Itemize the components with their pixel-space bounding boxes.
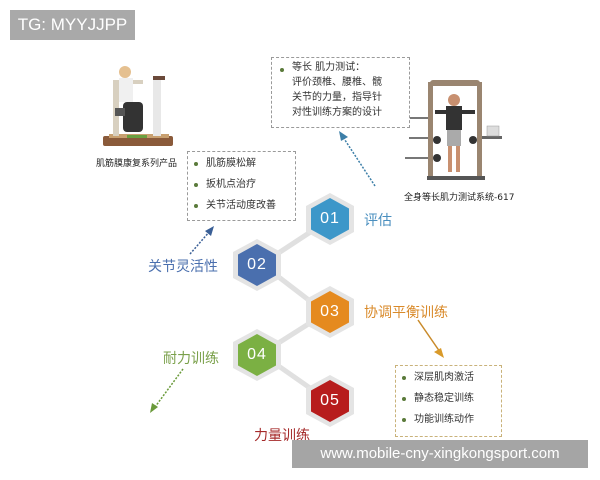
bullet-dot-icon [402,397,406,401]
step-number: 05 [311,380,349,422]
step-05-hexagon: 05 [306,375,354,427]
list-item: 肌筋膜松解 [188,153,295,174]
bullet-dot-icon [402,376,406,380]
assessment-detail-box: 等长 肌力测试： 评价颈椎、腰椎、髋 关节的力量，指导针 对性训练方案的设计 [271,57,410,128]
bullet-dot-icon [402,418,406,422]
arrow-down-right-icon [417,319,444,358]
bullet-dot-icon [194,162,198,166]
step-02-hexagon: 02 [233,239,281,291]
step-03-label: 协调平衡训练 [364,305,448,321]
step-01-label: 评估 [364,213,392,229]
step-04-label: 耐力训练 [163,351,219,367]
arrow-down-left-icon [150,368,184,413]
list-item: 扳机点治疗 [188,174,295,195]
arrow-up-right-icon [189,226,214,255]
bullet-dot-icon [194,183,198,187]
step-01-hexagon: 01 [306,193,354,245]
list-item: 深层肌肉激活 [396,367,501,388]
assessment-line-1: 等长 肌力测试： [292,62,366,73]
rehab-machine-image [95,60,180,150]
step-03-hexagon: 03 [306,286,354,338]
strength-test-frame-image [405,78,505,183]
bullet-dot-icon [280,68,284,72]
assessment-line-4: 对性训练方案的设计 [292,107,382,118]
step-number: 03 [311,291,349,333]
strength-test-caption: 全身等长肌力测试系统-617 [404,193,515,203]
list-item: 静态稳定训练 [396,388,501,409]
list-item: 功能训练动作 [396,409,501,430]
assessment-line-2: 评价颈椎、腰椎、髋 [292,77,382,88]
bullet-dot-icon [194,204,198,208]
flexibility-detail-box: 肌筋膜松解 扳机点治疗 关节活动度改善 [187,151,296,221]
assessment-line-3: 关节的力量，指导针 [292,92,382,103]
step-number: 01 [311,198,349,240]
watermark-tag: TG: MYYJJPP [10,10,135,40]
rehab-product-caption: 肌筋膜康复系列产品 [96,159,178,169]
balance-detail-box: 深层肌肉激活 静态稳定训练 功能训练动作 [395,365,502,437]
arrow-up-left-icon [339,131,376,187]
list-item: 关节活动度改善 [188,195,295,216]
footer-url-watermark: www.mobile-cny-xingkongsport.com [292,440,588,468]
step-02-label: 关节灵活性 [148,259,218,275]
step-04-hexagon: 04 [233,329,281,381]
